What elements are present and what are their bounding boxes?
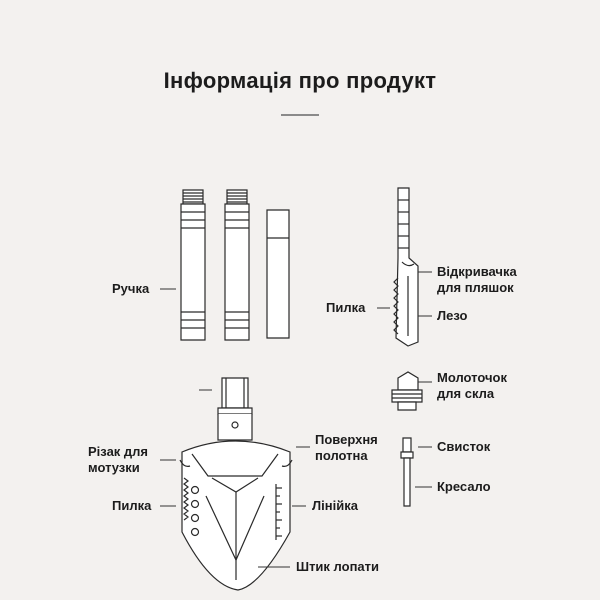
flint-rod xyxy=(404,458,410,506)
glass-hammer xyxy=(392,372,422,410)
label-ruler: Лінійка xyxy=(312,498,358,513)
shovel-head xyxy=(180,378,292,590)
label-blade-surface-line2: полотна xyxy=(315,448,368,463)
label-blade-surface: Поверхня полотна xyxy=(315,432,378,464)
title-divider xyxy=(281,114,319,116)
label-whistle: Свисток xyxy=(437,439,491,454)
label-saw-top: Пилка xyxy=(326,300,366,315)
handle-segment-3 xyxy=(267,210,289,338)
label-bottle-opener-line2: для пляшок xyxy=(437,280,514,295)
label-rope-cutter: Різак для мотузки xyxy=(88,444,148,476)
label-blade: Лезо xyxy=(437,308,468,323)
handle-segment-2 xyxy=(225,190,249,340)
label-glass-hammer-line1: Молоточок xyxy=(437,370,507,385)
label-glass-hammer-line2: для скла xyxy=(437,386,495,401)
handle-segment-1 xyxy=(181,190,205,340)
label-rope-cutter-line2: мотузки xyxy=(88,460,140,475)
leader-lines xyxy=(160,272,432,567)
label-rope-cutter-line1: Різак для xyxy=(88,444,149,459)
label-shovel-tip: Штик лопати xyxy=(296,559,380,574)
page-title: Інформація про продукт xyxy=(163,68,437,93)
whistle xyxy=(401,438,413,458)
label-bottle-opener: Відкривачка для пляшок xyxy=(437,264,517,296)
label-flint: Кресало xyxy=(437,479,491,494)
label-handle: Ручка xyxy=(112,281,150,296)
label-bottle-opener-line1: Відкривачка xyxy=(437,264,517,279)
saw-blade xyxy=(394,188,418,346)
label-blade-surface-line1: Поверхня xyxy=(315,432,378,447)
label-glass-hammer: Молоточок для скла xyxy=(437,370,507,402)
label-saw-bottom: Пилка xyxy=(112,498,152,513)
